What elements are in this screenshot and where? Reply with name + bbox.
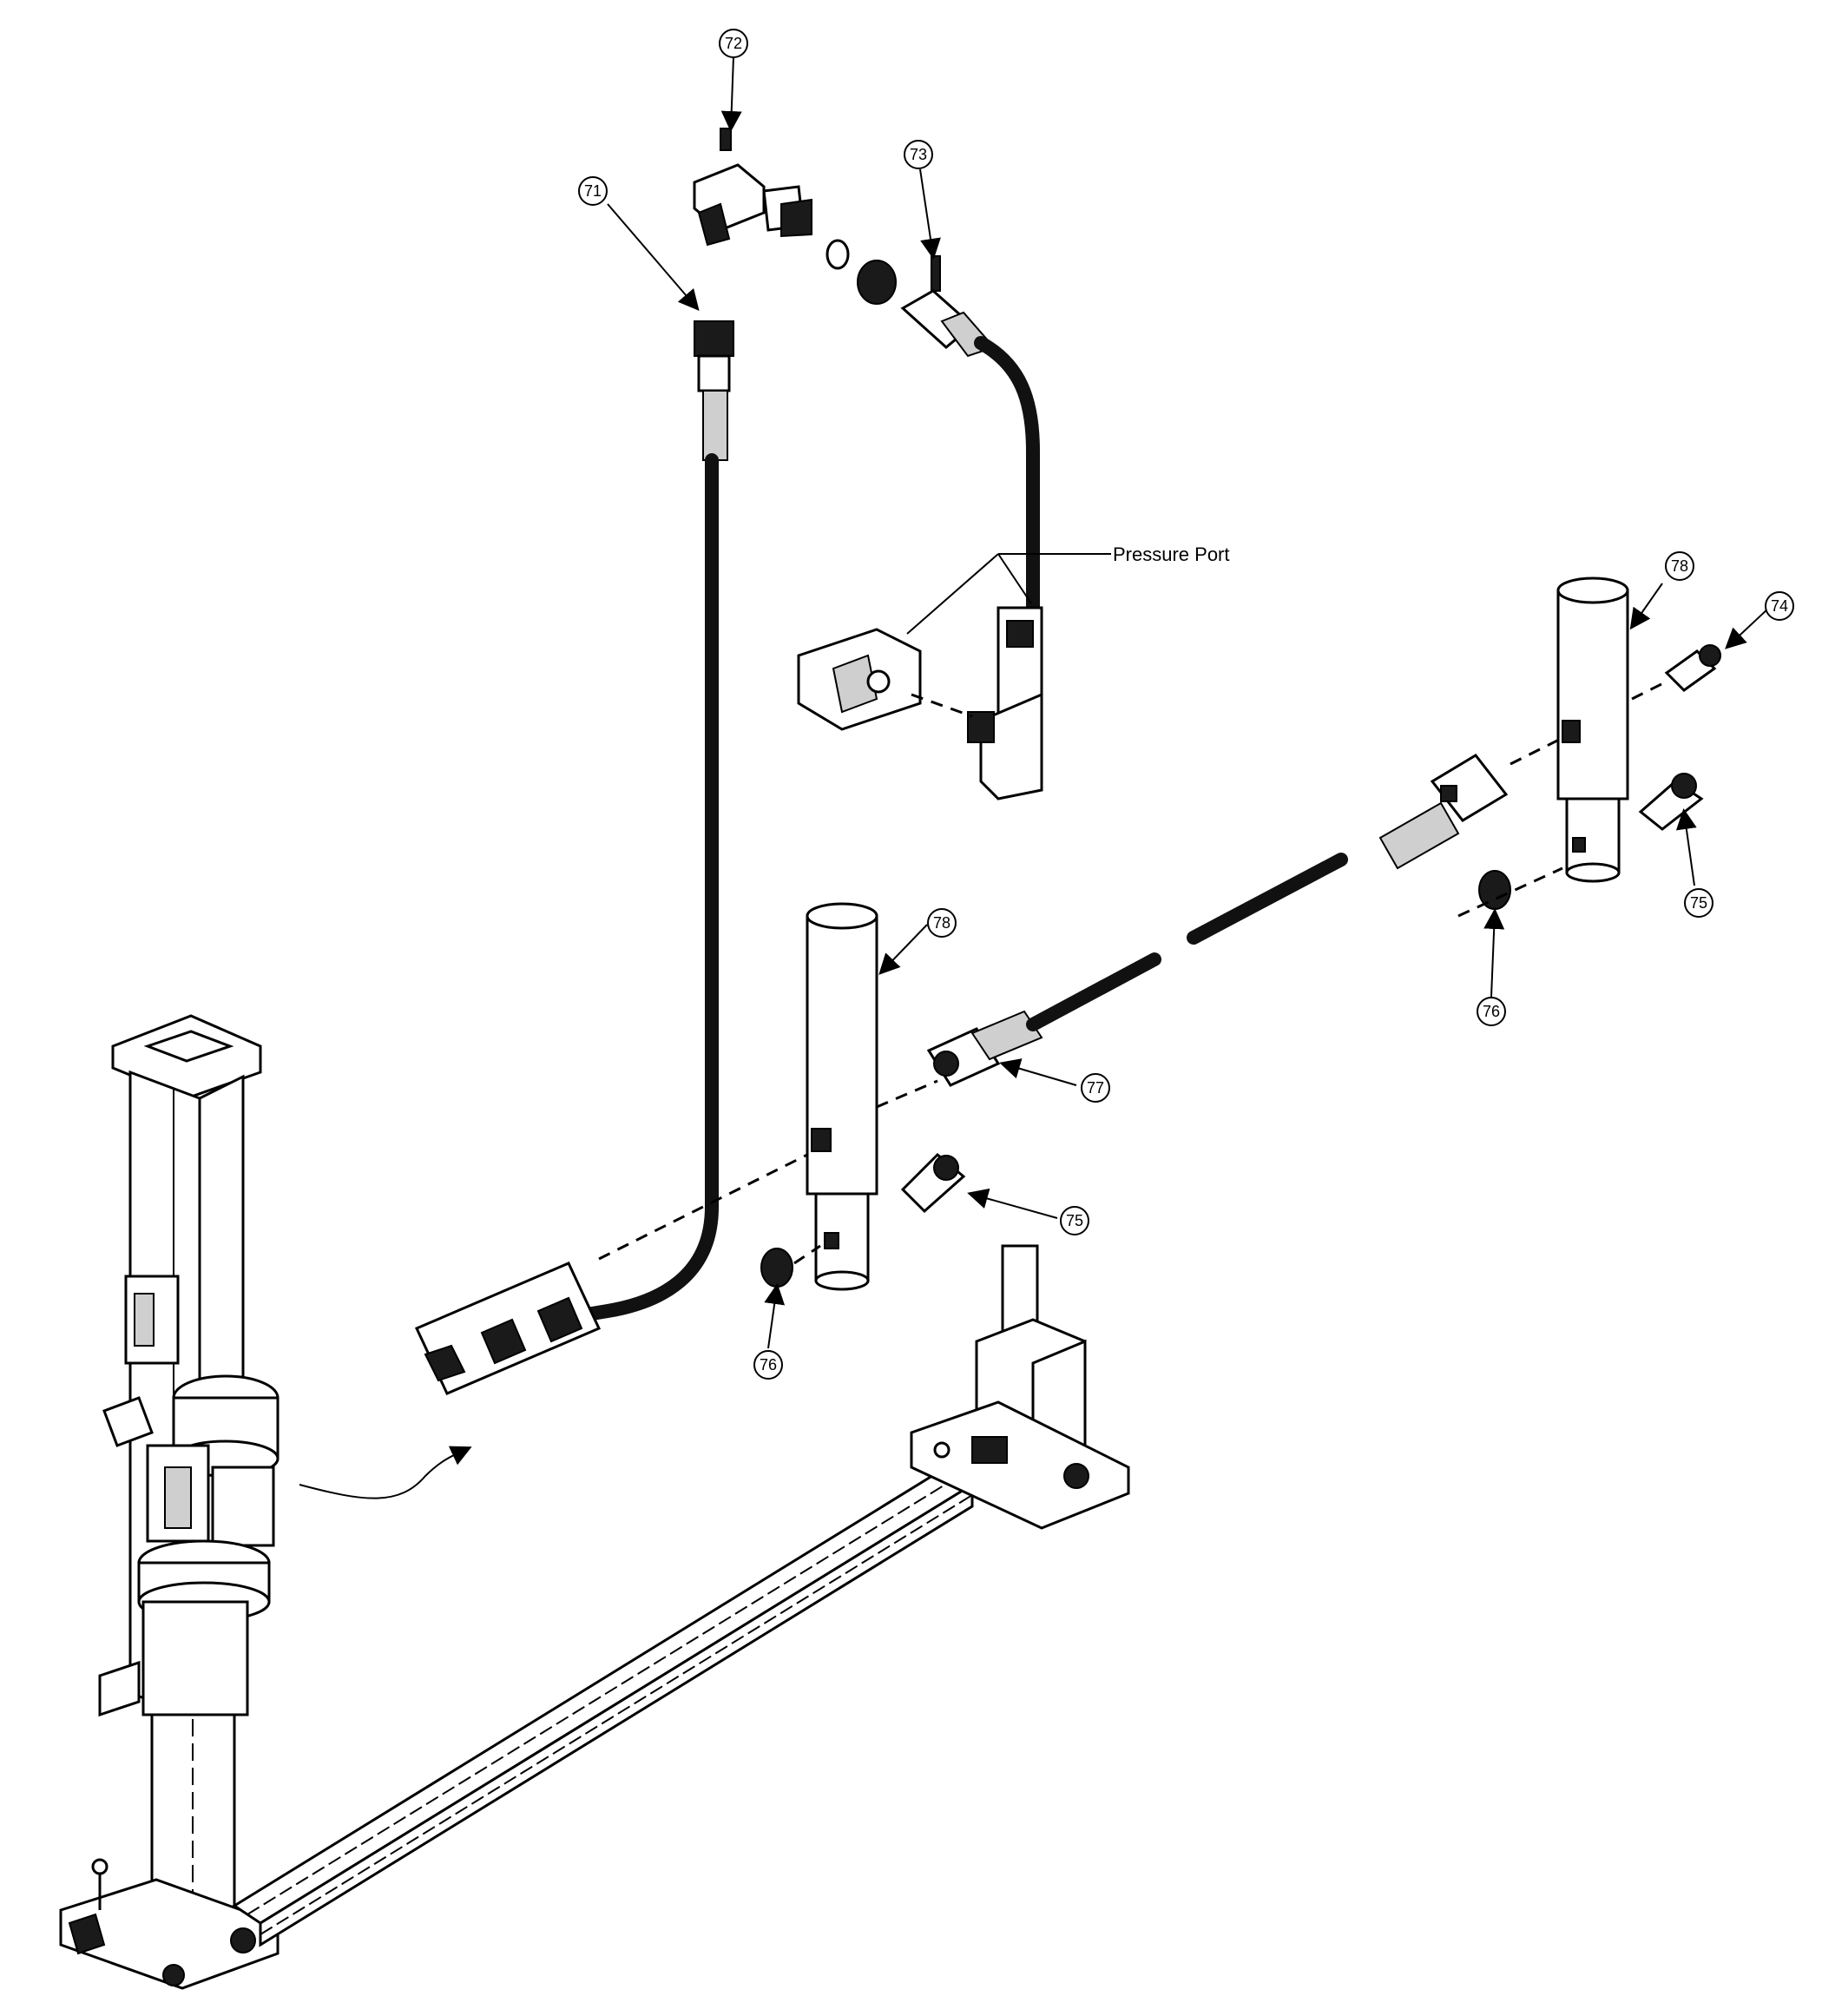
fitting-74-centerline xyxy=(1631,680,1667,701)
swivel-fitting-72 xyxy=(693,128,897,305)
callout-75-center: 75 xyxy=(1060,1206,1089,1235)
callout-73: 73 xyxy=(904,140,933,169)
leaders xyxy=(607,56,1770,1349)
centerline-center xyxy=(876,1079,938,1109)
fitting-75-right xyxy=(1638,773,1704,831)
callout-78-center: 78 xyxy=(927,908,957,938)
rod-78-center xyxy=(806,902,878,1291)
callout-75-right: 75 xyxy=(1684,888,1713,918)
hose-extension xyxy=(926,754,1509,1087)
pressure-port-block xyxy=(797,628,922,731)
hose-73 xyxy=(900,255,1043,800)
rod-78-right xyxy=(1556,576,1629,883)
callout-71: 71 xyxy=(578,176,608,206)
svg-text:75: 75 xyxy=(1690,894,1707,912)
svg-text:77: 77 xyxy=(1087,1079,1104,1097)
centerline-right xyxy=(1510,736,1563,766)
svg-text:73: 73 xyxy=(910,146,927,163)
svg-text:75: 75 xyxy=(1066,1212,1083,1229)
svg-text:78: 78 xyxy=(933,914,950,932)
connection-arrow xyxy=(299,1446,472,1499)
callout-74: 74 xyxy=(1765,591,1794,621)
fitting-74 xyxy=(1664,644,1721,692)
callout-76-right: 76 xyxy=(1477,997,1506,1026)
floor-beam xyxy=(232,1466,975,1947)
svg-text:74: 74 xyxy=(1771,597,1788,615)
callout-77: 77 xyxy=(1081,1073,1110,1103)
pressure-port-label: Pressure Port xyxy=(1113,544,1230,565)
callout-76-center: 76 xyxy=(753,1350,783,1380)
pressure-port-centerline xyxy=(911,693,973,718)
fitting-75-center xyxy=(900,1152,966,1214)
right-base-assembly xyxy=(910,1244,1130,1530)
svg-text:76: 76 xyxy=(760,1356,777,1374)
nut-76-center xyxy=(760,1248,793,1288)
svg-text:71: 71 xyxy=(584,182,602,200)
nut-centerline xyxy=(793,1244,821,1265)
callout-72: 72 xyxy=(719,29,748,58)
svg-text:76: 76 xyxy=(1483,1003,1500,1020)
lift-column xyxy=(59,1014,280,1990)
svg-text:78: 78 xyxy=(1671,557,1688,575)
hose-71 xyxy=(414,320,734,1395)
callout-78-right: 78 xyxy=(1665,551,1694,581)
svg-text:72: 72 xyxy=(725,35,742,52)
centerline-left xyxy=(598,1153,808,1261)
